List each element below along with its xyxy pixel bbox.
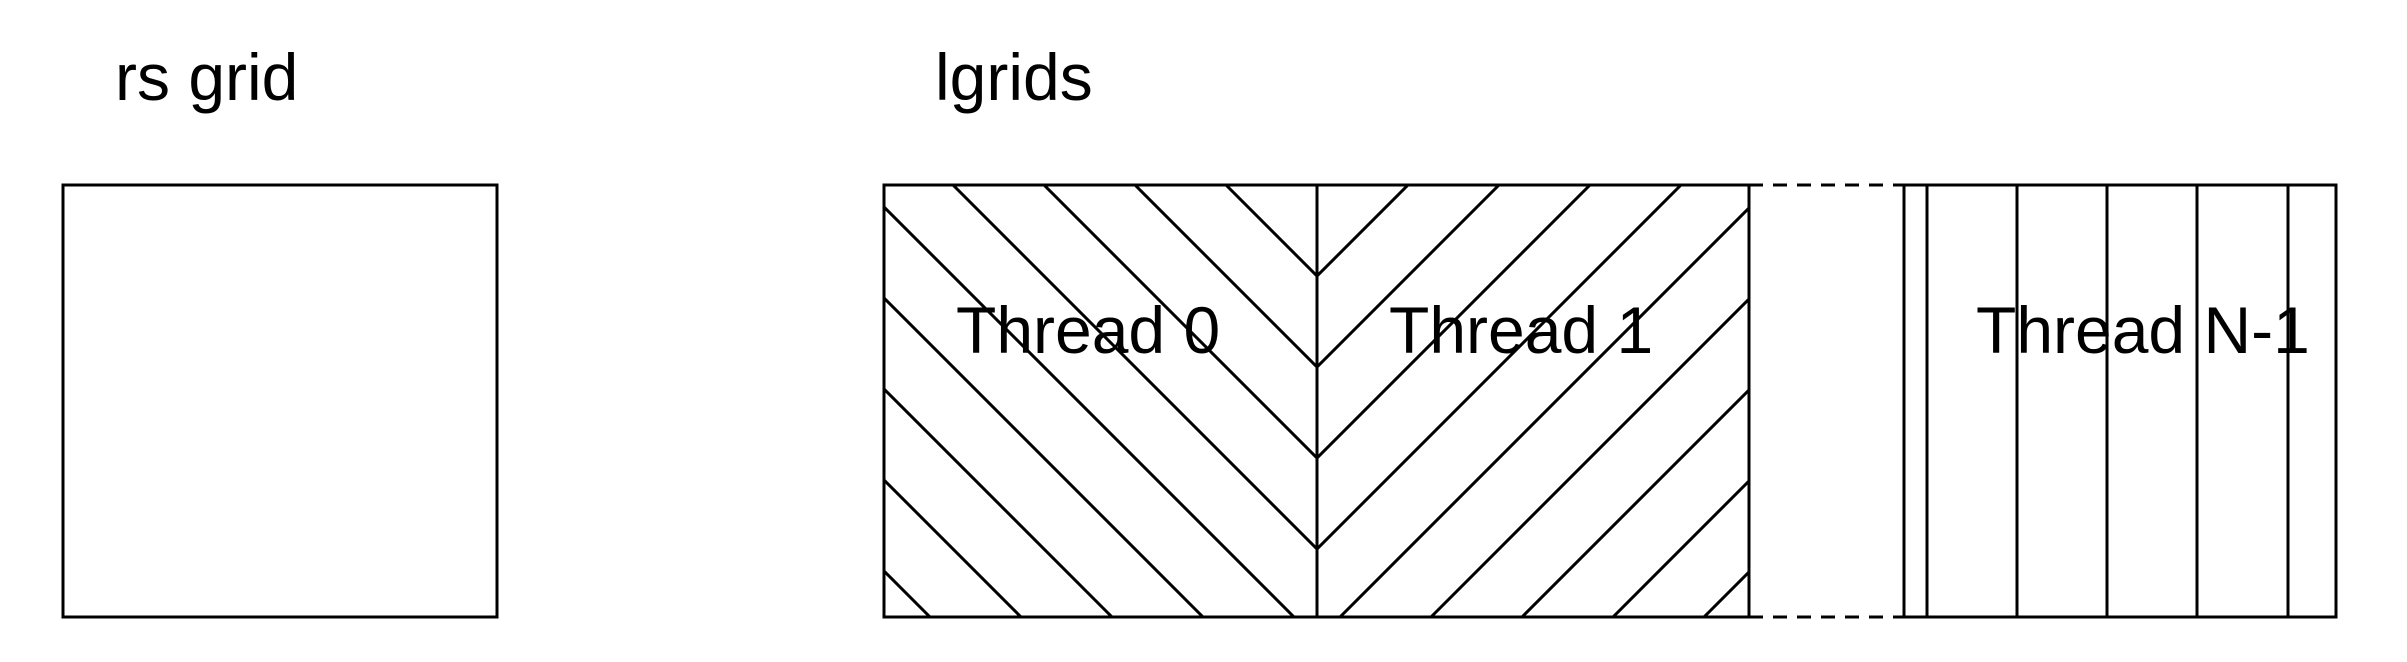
hatch-line bbox=[884, 386, 1114, 617]
thread-1-label: Thread 1 bbox=[1389, 293, 1653, 367]
hatch-line bbox=[1702, 569, 1749, 617]
rs-grid-title: rs grid bbox=[115, 40, 298, 114]
hatch-line bbox=[1317, 185, 1410, 279]
rs-grid: rs grid bbox=[61, 40, 499, 619]
thread-n-1-label: Thread N-1 bbox=[1976, 293, 2310, 367]
hatch-line bbox=[884, 568, 932, 617]
hatch-line bbox=[1224, 185, 1317, 279]
thread-n-1-box bbox=[1902, 183, 2338, 619]
thread-0-block: Thread 0 bbox=[882, 183, 1319, 619]
hatch-line bbox=[1520, 387, 1749, 617]
hatch-line bbox=[1042, 185, 1317, 461]
hatch-line bbox=[1315, 185, 1317, 188]
lgrids-title: lgrids bbox=[935, 40, 1093, 114]
hatch-line bbox=[1133, 185, 1317, 370]
thread-0-box bbox=[882, 183, 1319, 619]
hatch-line bbox=[951, 185, 1317, 552]
hatch-line bbox=[1429, 296, 1749, 617]
thread-0-hatch bbox=[884, 185, 1317, 617]
hatch-line bbox=[1611, 478, 1749, 617]
hatch-line bbox=[1317, 185, 1683, 552]
hatch-line bbox=[884, 204, 1296, 617]
thread-1-hatch bbox=[1317, 185, 1749, 617]
lgrids: lgrids Thread 0 Thread 1 Thread N-1 bbox=[882, 40, 2338, 619]
hatch-line bbox=[1317, 185, 1319, 188]
hatch-line bbox=[1317, 185, 1592, 461]
hatch-line bbox=[884, 477, 1023, 617]
thread-1-box bbox=[1315, 183, 1751, 619]
ellipsis-gap bbox=[1749, 183, 1904, 619]
hatch-line bbox=[884, 295, 1205, 617]
thread-0-label: Thread 0 bbox=[956, 293, 1220, 367]
thread-n-1-hatch bbox=[1925, 185, 2290, 617]
thread-1-block: Thread 1 bbox=[1315, 183, 1751, 619]
rs-grid-box bbox=[61, 183, 499, 619]
thread-n-1-block: Thread N-1 bbox=[1902, 183, 2338, 619]
hatch-line bbox=[1317, 185, 1501, 370]
hatch-line bbox=[1338, 205, 1749, 617]
